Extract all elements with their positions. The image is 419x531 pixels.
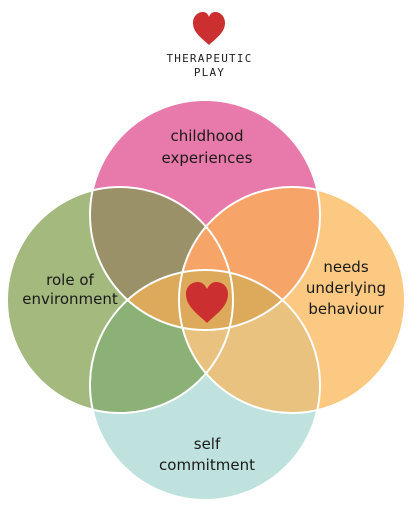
label-left-line2: environment <box>22 290 118 308</box>
circle-outlines <box>6 99 406 501</box>
diagram-title-line2: PLAY <box>193 66 226 79</box>
heart-icon <box>186 282 228 323</box>
label-left-line1: role of <box>46 271 94 289</box>
label-right-line1: needs <box>323 258 368 276</box>
heart-icon <box>193 12 225 45</box>
label-top-line1: childhood <box>171 127 244 145</box>
diagram-title-line1: THERAPEUTIC <box>166 52 253 65</box>
label-right-line2: underlying <box>306 279 386 297</box>
label-right-line3: behaviour <box>308 300 384 318</box>
label-top-line2: experiences <box>162 149 253 167</box>
label-bottom-line1: self <box>194 435 221 453</box>
label-bottom-line2: commitment <box>159 456 255 474</box>
